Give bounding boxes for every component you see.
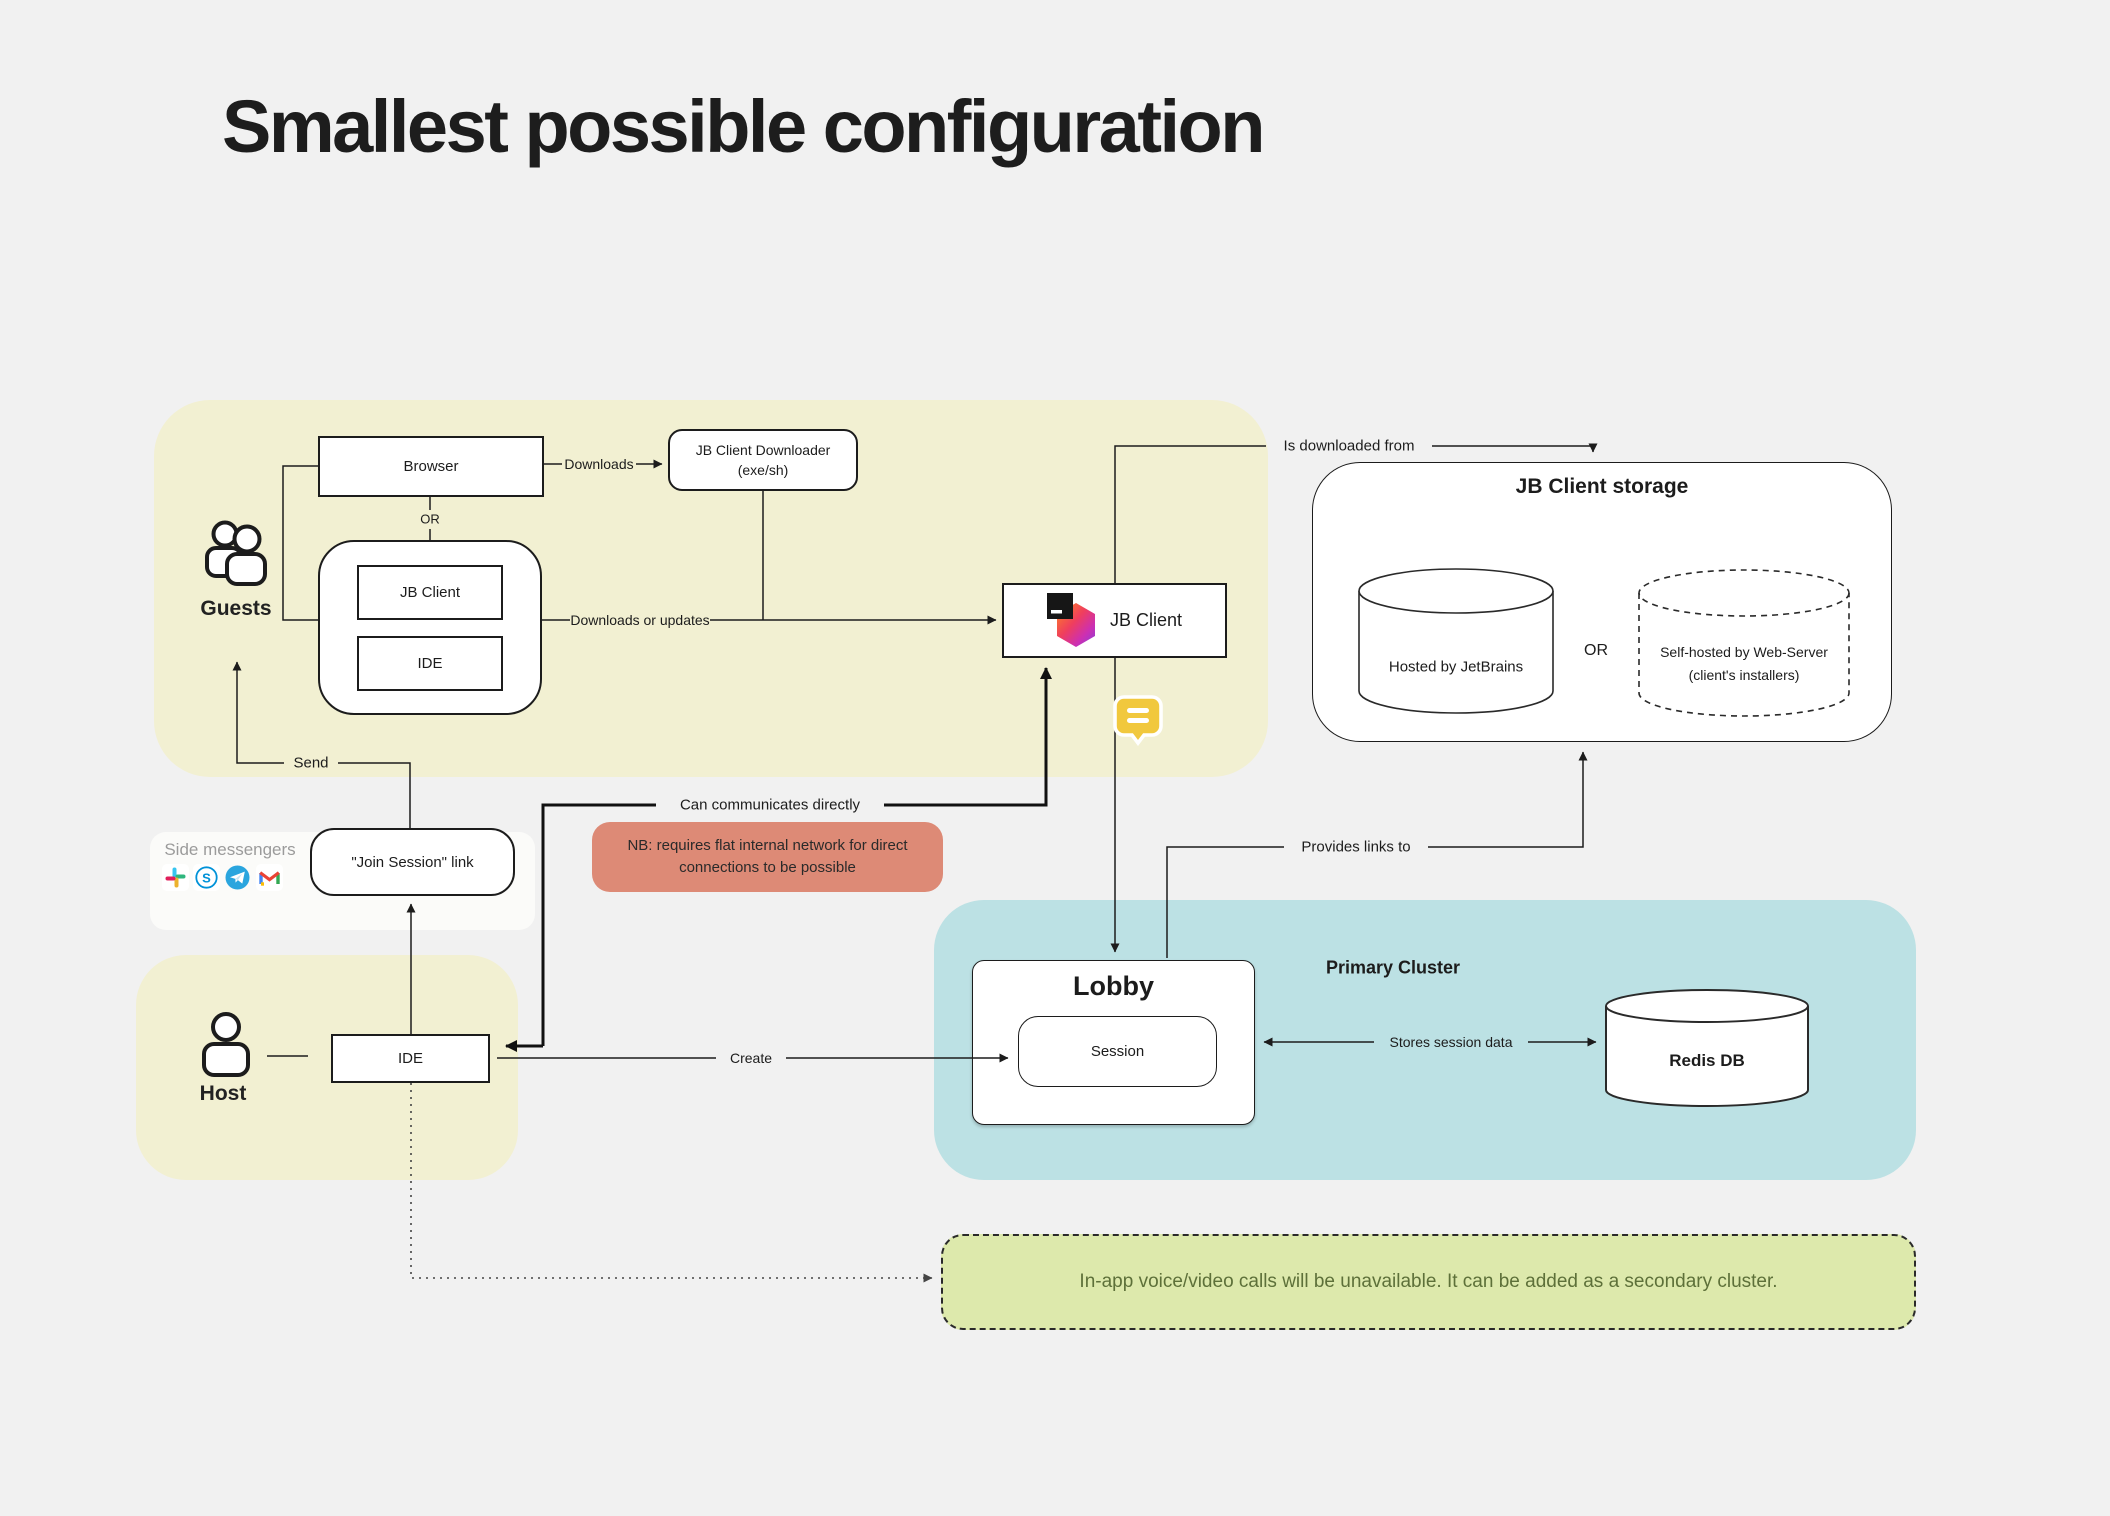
downloader-line2: (exe/sh)	[737, 462, 789, 478]
self-hosted-line2: (client's installers)	[1688, 667, 1800, 683]
edge-provides-links-label: Provides links to	[1301, 838, 1411, 856]
host-label: Host	[199, 1082, 247, 1105]
edge-downloads-label: Downloads	[564, 456, 634, 472]
jb-client-storage-title: JB Client storage	[1515, 475, 1689, 498]
guests-icon	[202, 518, 272, 597]
host-ide-label: IDE	[397, 1050, 423, 1067]
browser-node: Browser	[318, 436, 544, 497]
session-label: Session	[1090, 1043, 1145, 1060]
host-icon	[198, 1010, 254, 1085]
self-hosted-cylinder	[1638, 567, 1851, 728]
edge-stores-label: Stores session data	[1389, 1034, 1513, 1050]
nb-note: NB: requires flat internal network for d…	[592, 822, 943, 892]
primary-cluster-title: Primary Cluster	[1325, 957, 1461, 978]
edge-provides-links-b	[1428, 751, 1588, 848]
edge-is-downloaded-b	[1432, 443, 1598, 453]
jb-client-downloader-node: JB Client Downloader (exe/sh)	[668, 429, 858, 491]
edge-create-label: Create	[729, 1050, 773, 1066]
self-hosted-cylinder-label: Self-hosted by Web-Server (client's inst…	[1660, 641, 1828, 687]
page-title: Smallest possible configuration	[222, 85, 1265, 168]
session-node: Session	[1018, 1016, 1217, 1087]
hosted-cylinder	[1358, 567, 1554, 724]
self-hosted-line1: Self-hosted by Web-Server	[1660, 644, 1828, 660]
browser-label: Browser	[403, 458, 459, 475]
svg-text:S: S	[202, 870, 211, 885]
lobby-title: Lobby	[1073, 971, 1154, 1001]
join-session-link-node: "Join Session" link	[310, 828, 515, 896]
guest-jb-client-label: JB Client	[399, 584, 461, 601]
or-label-guests: OR	[420, 511, 440, 527]
jb-client-node-label: JB Client	[1109, 610, 1183, 630]
downloader-line1: JB Client Downloader	[695, 441, 831, 458]
edge-is-downloaded-label: Is downloaded from	[1283, 437, 1415, 455]
host-ide-node: IDE	[331, 1034, 490, 1083]
guests-label: Guests	[200, 597, 272, 620]
hosted-cylinder-label: Hosted by JetBrains	[1388, 658, 1524, 676]
chat-bubble-icon	[1110, 692, 1166, 753]
skype-icon: S	[193, 864, 220, 891]
gmail-icon	[256, 864, 283, 891]
voice-note-text: In-app voice/video calls will be unavail…	[1079, 1271, 1778, 1292]
telegram-icon	[224, 864, 251, 891]
side-messengers-label: Side messengers	[164, 840, 296, 859]
slack-icon	[162, 864, 189, 891]
join-session-link-label: "Join Session" link	[351, 853, 474, 871]
nb-note-text: NB: requires flat internal network for d…	[627, 837, 908, 876]
redis-label: Redis DB	[1669, 1051, 1745, 1070]
jb-client-node: JB Client	[1002, 583, 1227, 658]
edge-send-label: Send	[293, 754, 329, 772]
guest-ide-node: IDE	[357, 636, 503, 691]
storage-or-label: OR	[1584, 642, 1608, 659]
redis-cylinder	[1605, 988, 1809, 1119]
jb-client-app-icon	[1046, 592, 1097, 649]
voice-note: In-app voice/video calls will be unavail…	[941, 1234, 1916, 1330]
edge-downloads-updates-label: Downloads or updates	[570, 612, 710, 628]
edge-direct-label: Can communicates directly	[679, 796, 861, 814]
guest-jb-client-node: JB Client	[357, 565, 503, 620]
guest-ide-label: IDE	[417, 655, 443, 672]
